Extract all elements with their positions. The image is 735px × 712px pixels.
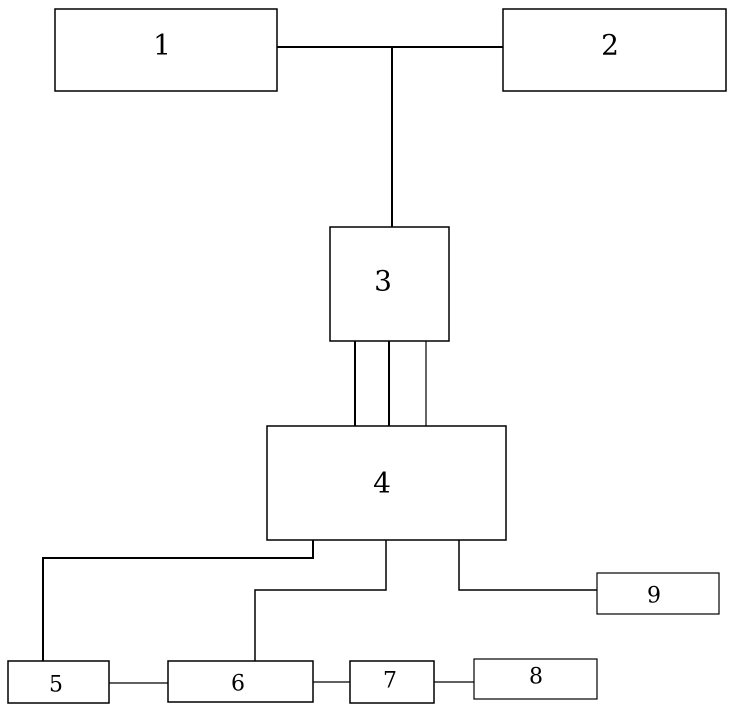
- connections: [42, 46, 597, 684]
- block-6-label: 6: [231, 672, 245, 697]
- block-7: 7: [349, 660, 435, 704]
- block-7-label: 7: [383, 669, 397, 694]
- block-2-label: 2: [601, 29, 619, 62]
- block-8-label: 8: [529, 665, 543, 690]
- block-4-label: 4: [373, 467, 391, 500]
- wire-4-5: [42, 540, 314, 661]
- block-1: 1: [54, 8, 278, 92]
- block-9: 9: [596, 572, 720, 615]
- block-6: 6: [167, 660, 314, 703]
- block-9-label: 9: [647, 584, 661, 609]
- block-3-label: 3: [374, 265, 392, 298]
- block-1-label: 1: [153, 29, 171, 62]
- wire-4-6: [254, 540, 387, 661]
- block-3: 3: [329, 226, 450, 342]
- block-4: 4: [266, 425, 507, 541]
- block-2: 2: [502, 8, 727, 92]
- block-8: 8: [473, 658, 598, 700]
- block-5: 5: [7, 660, 110, 704]
- block-5-label: 5: [49, 673, 63, 698]
- wire-4-9: [458, 540, 597, 591]
